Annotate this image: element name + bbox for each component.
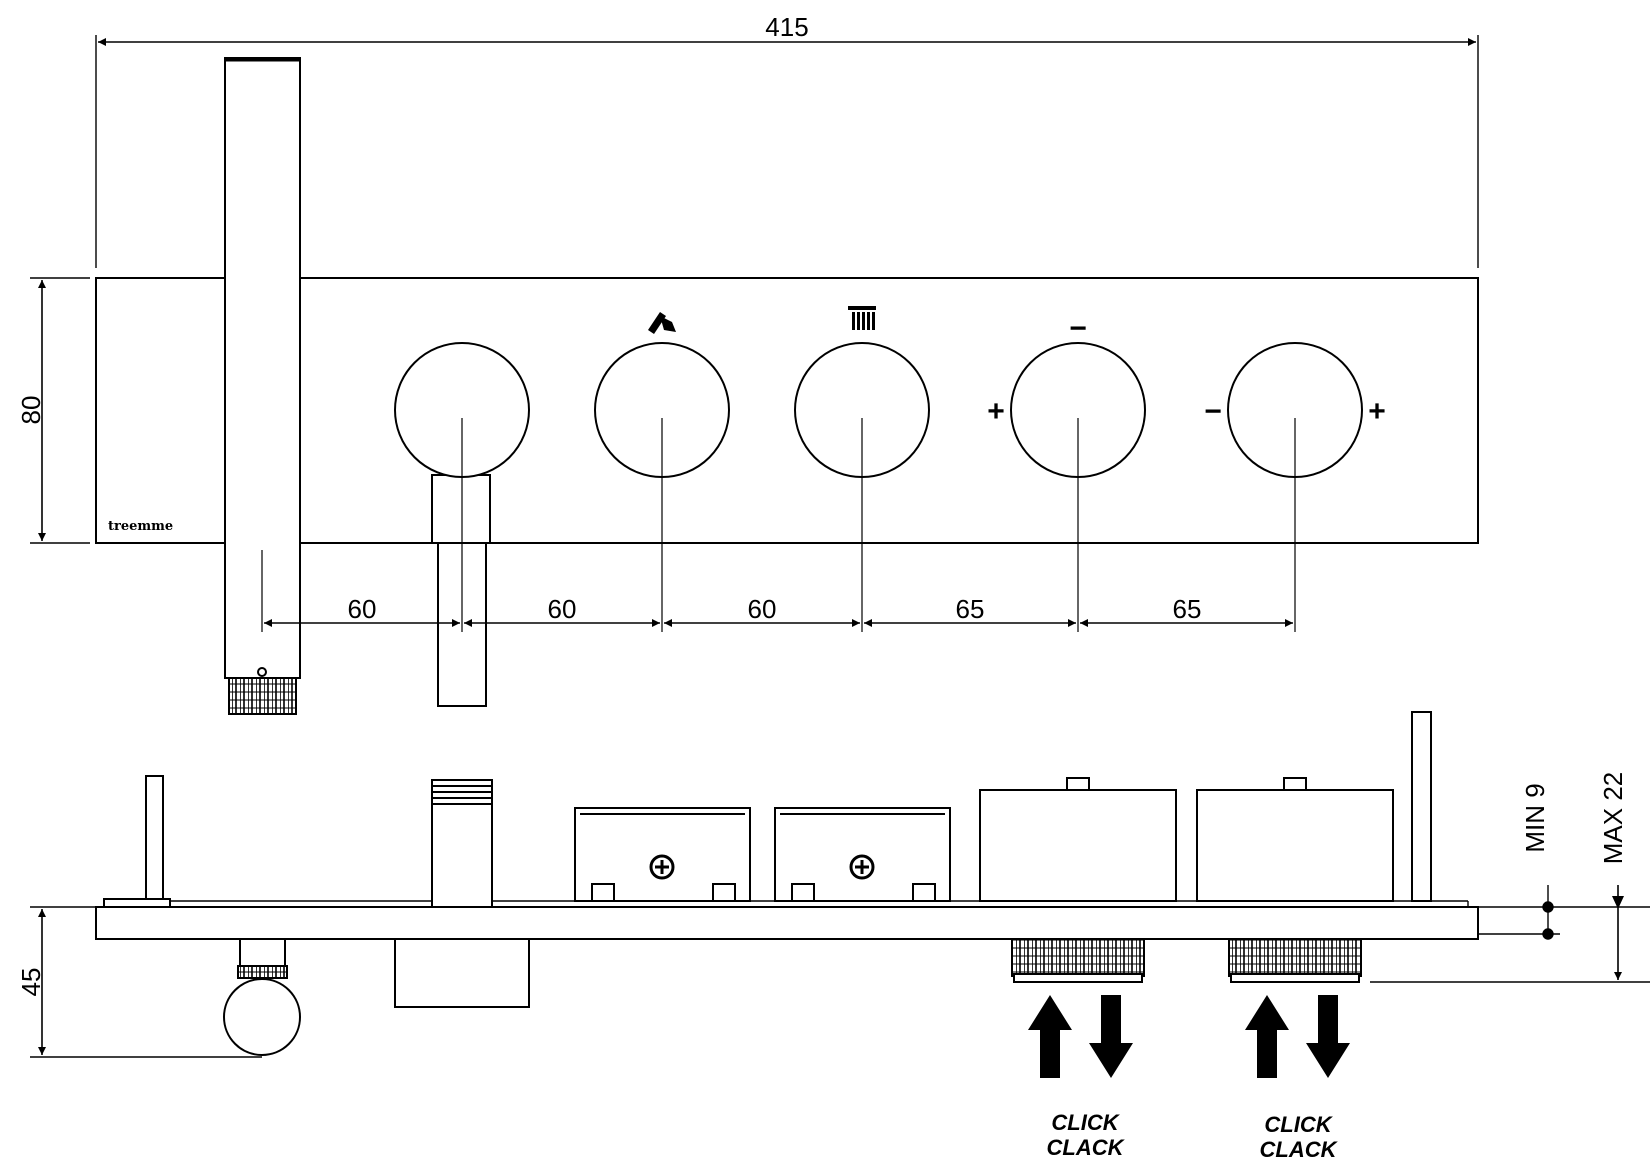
spacing-2-value: 60: [548, 594, 577, 624]
depth-value: 45: [16, 968, 46, 997]
max-label: MAX 22: [1598, 772, 1628, 865]
click-clack-1-line2: CLACK: [1047, 1135, 1126, 1160]
hand-shower-icon: [648, 312, 676, 334]
base-plate: [95, 906, 1479, 940]
dimension-overall-width: 415: [95, 12, 1479, 268]
cartridge-body-2: [774, 807, 951, 902]
spacing-3-value: 60: [748, 594, 777, 624]
push-arrows-2: [1245, 995, 1350, 1078]
overhead-shower-icon: [848, 306, 876, 330]
thermostat-body-2: [1196, 777, 1394, 902]
brand-logo-text: treemme: [108, 519, 173, 534]
hand-shower-end: [223, 978, 301, 1056]
dimension-min-max: [1370, 885, 1650, 983]
knob-4-plus-symbol: +: [987, 395, 1005, 428]
dimension-depth: [30, 906, 262, 1058]
cartridge-body-1: [574, 807, 751, 902]
front-view: 415 80 treemme: [16, 12, 1479, 715]
thermostat-body-1: [979, 777, 1177, 902]
spacing-4-value: 65: [956, 594, 985, 624]
click-clack-2-line1: CLICK: [1264, 1112, 1333, 1137]
min-label: MIN 9: [1520, 783, 1550, 852]
knob-5-minus-symbol: −: [1204, 395, 1222, 428]
knurled-knob-2: [1228, 938, 1362, 977]
spacing-1-value: 60: [348, 594, 377, 624]
front-plate: [95, 277, 1479, 544]
click-clack-2-line2: CLACK: [1260, 1137, 1339, 1162]
push-arrows-1: [1028, 995, 1133, 1078]
outlet-section: [394, 779, 530, 1008]
click-clack-1-line1: CLICK: [1051, 1110, 1120, 1135]
center-lines: [261, 418, 1296, 632]
overall-width-value: 415: [765, 12, 808, 42]
spacing-5-value: 65: [1173, 594, 1202, 624]
section-view: 45 MIN 9 MAX 22 CLICK CLACK CLICK CLACK: [16, 711, 1650, 1162]
knurled-knob-1: [1011, 938, 1145, 977]
dimension-plate-height: 80: [16, 277, 90, 544]
plate-height-value: 80: [16, 396, 46, 425]
outlet-spout: [431, 474, 491, 707]
knob-5-plus-symbol: +: [1368, 395, 1386, 428]
knob-4-minus-symbol: −: [1069, 312, 1087, 345]
